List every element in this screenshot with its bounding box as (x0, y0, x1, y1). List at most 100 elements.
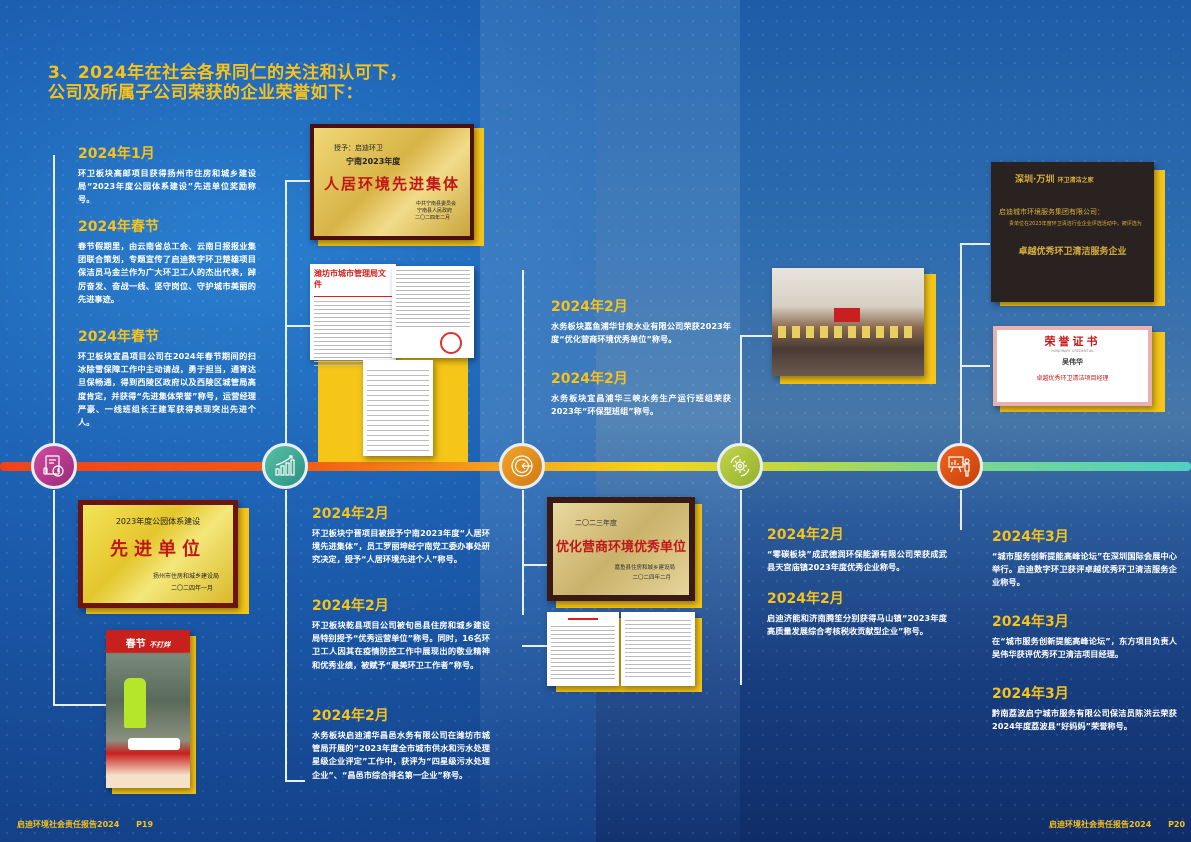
connector-line (53, 155, 55, 445)
timeline-node-3 (499, 443, 545, 489)
honor-entry: 2024年1月 环卫板块高邮项目获得扬州市住房和城乡建设局“2023年度公园体系… (78, 145, 256, 207)
honor-entry: 2024年春节 春节假期里，由云南省总工会、云南日报报业集团联合策划，专题宣传了… (78, 218, 256, 306)
entry-text: 春节假期里，由云南省总工会、云南日报报业集团联合策划，专题宣传了启迪数字环卫楚雄… (78, 241, 256, 304)
connector-line (285, 490, 287, 780)
connector-line (522, 564, 550, 566)
entry-date: 2024年3月 (992, 686, 1069, 702)
center-background-glow (480, 0, 740, 842)
plaque-title: 先进单位 (110, 539, 206, 560)
plaque-subtitle: 2023年度公园体系建设 (115, 517, 201, 526)
entry-text: 水务板块启迪浦华昌邑水务有限公司在潍坊市城管局开展的“2023年度全市城市供水和… (312, 730, 490, 780)
connector-line (960, 365, 990, 367)
plaque-issuer: 嘉鱼县住房和城乡建设局 (614, 564, 675, 571)
connector-line (522, 490, 524, 615)
business-environment-plaque: 二〇二三年度 优化营商环境优秀单位 嘉鱼县住房和城乡建设局 二〇二四年二月 (547, 497, 695, 601)
entry-text: “零碳板块”成武德润环保能源有限公司荣获成武县天宫庙镇2023年度优秀企业称号。 (767, 549, 947, 573)
entry-text: 黔南荔波启宁城市服务有限公司保洁员陈洪云荣获2024年度荔波县“好妈妈”荣誉称号… (992, 708, 1177, 732)
timeline-node-5 (937, 443, 983, 489)
timeline-node-2 (262, 443, 308, 489)
presentation-icon (948, 456, 970, 477)
connector-line (53, 704, 108, 706)
entry-text: “城市服务创新提能高峰论坛”在深圳国际会展中心举行。启迪数字环卫获评卓越优秀环卫… (992, 551, 1177, 588)
plaque-date: 二〇二四年二月 (632, 574, 671, 581)
honor-entry: 2024年2月 水务板块嘉鱼浦华甘泉水业有限公司荣获2023年度“优化营商环境优… (551, 298, 731, 346)
notice-document-page-3 (363, 360, 433, 456)
honor-entry: 2024年2月 水务板块启迪浦华昌邑水务有限公司在潍坊市城管局开展的“2023年… (312, 707, 490, 782)
notice-document-page-2 (392, 266, 474, 358)
page-number: P19 (136, 820, 154, 829)
entry-text: 水务板块嘉鱼浦华甘泉水业有限公司荣获2023年度“优化营商环境优秀单位”称号。 (551, 321, 731, 345)
entry-text: 在“城市服务创新提能高峰论坛”，东方项目负责人吴伟华获评优秀环卫清洁项目经理。 (992, 636, 1177, 660)
entry-date: 2024年2月 (312, 708, 389, 724)
award-notice-page-1 (547, 612, 619, 686)
footer-report-title: 启迪环境社会责任报告2024 (1049, 820, 1152, 829)
connector-line (960, 490, 962, 530)
award-ceremony-photo (772, 268, 924, 376)
worker-figure (124, 678, 146, 728)
certificate-title: 荣誉证书 (1044, 335, 1101, 348)
flag (834, 308, 860, 322)
entry-text: 环卫板块宁晋项目被授予宁南2023年度“人居环境先进集体”，员工罗丽坤经宁南党工… (312, 528, 490, 565)
connector-line (285, 325, 310, 327)
timeline-node-4 (717, 443, 763, 489)
connector-line (960, 243, 962, 445)
footer-right: 启迪环境社会责任报告2024 P20 (1049, 819, 1185, 830)
document-header: 潍坊市城市管理局文件 (314, 269, 386, 289)
entry-date: 2024年2月 (767, 591, 844, 607)
connector-line (285, 780, 305, 782)
entry-date: 2024年3月 (992, 529, 1069, 545)
entry-date: 2024年2月 (767, 527, 844, 543)
entry-text: 水务板块宜昌浦华三峡水务生产运行班组荣获2023年“环保型班组”称号。 (551, 393, 731, 417)
entry-date: 2024年春节 (78, 329, 159, 345)
living-environment-plaque: 授予：启迪环卫 宁南2023年度 人居环境先进集体 中共宁南县委员会 宁南县人民… (310, 124, 474, 240)
entry-text: 环卫板块高邮项目获得扬州市住房和城乡建设局“2023年度公园体系建设”先进单位奖… (78, 168, 256, 205)
plaque-year: 宁南2023年度 (346, 157, 401, 166)
footer-left: 启迪环境社会责任报告2024 P19 (17, 819, 153, 830)
section-heading: 3、2024年在社会各界同仁的关注和认可下， 公司及所属子公司荣获的企业荣誉如下… (48, 63, 407, 103)
plaque-issuer: 中共宁南县委员会 (415, 201, 456, 207)
connector-line (960, 243, 990, 245)
growth-chart-icon (275, 455, 295, 476)
document-clock-icon (43, 455, 64, 477)
plaque-year: 二〇二三年度 (575, 518, 617, 527)
connector-line (740, 490, 742, 685)
page-number: P20 (1168, 820, 1186, 829)
poster-caption (128, 738, 180, 750)
plaque-title: 优化营商环境优秀单位 (555, 539, 686, 555)
gear-cycle-icon (730, 455, 750, 477)
plaque-brand: 深圳·万圳 环卫清洁之家 (1015, 175, 1094, 185)
honor-entry: 2024年春节 环卫板块宜昌项目公司在2024年春节期间的扫冰除雪保障工作中主动… (78, 328, 256, 429)
honor-entry: 2024年3月 在“城市服务创新提能高峰论坛”，东方项目负责人吴伟华获评优秀环卫… (992, 613, 1177, 661)
connector-line (740, 335, 772, 337)
advanced-unit-plaque: 2023年度公园体系建设 先进单位 扬州市住房和城乡建设局 二〇二四年一月 (78, 500, 238, 608)
timeline-node-1 (31, 443, 77, 489)
plaque-grant: 授予：启迪环卫 (334, 144, 383, 152)
honor-entry: 2024年3月 黔南荔波启宁城市服务有限公司保洁员陈洪云荣获2024年度荔波县“… (992, 685, 1177, 733)
honor-entry: 2024年2月 环卫板块宁晋项目被授予宁南2023年度“人居环境先进集体”，员工… (312, 505, 490, 567)
entry-date: 2024年2月 (551, 371, 628, 387)
certificates-row (778, 326, 918, 338)
plaque-company: 启迪城市环境服务集团有限公司： (999, 208, 1104, 216)
notice-document-page-1: 潍坊市城市管理局文件 (310, 264, 396, 369)
plaque-date: 二〇二四年二月 (414, 215, 450, 221)
right-page-background (596, 0, 1191, 842)
connector-line (285, 180, 287, 445)
connector-line (53, 490, 55, 705)
entry-date: 2024年春节 (78, 219, 159, 235)
honor-entry: 2024年3月 “城市服务创新提能高峰论坛”在深圳国际会展中心举行。启迪数字环卫… (992, 528, 1177, 590)
certificate-award: 卓越优秀环卫清洁项目经理 (1036, 375, 1109, 382)
entry-text: 环卫板块宜昌项目公司在2024年春节期间的扫冰除雪保障工作中主动请战，勇于担当，… (78, 351, 256, 428)
plaque-title: 人居环境先进集体 (323, 175, 460, 193)
entry-text: 启迪济能和济南腾笙分别获得马山镇“2023年度高质量发展综合考核税收贡献型企业”… (767, 613, 947, 637)
poster-title: 春节 不打烊 (125, 639, 171, 650)
excellent-service-plaque: 深圳·万圳 环卫清洁之家 启迪城市环境服务集团有限公司： 贵单位在2023年度环… (991, 162, 1154, 302)
entry-date: 2024年2月 (312, 506, 389, 522)
entry-date: 2024年1月 (78, 146, 155, 162)
entry-date: 2024年2月 (312, 598, 389, 614)
heading-line-1: 3、2024年在社会各界同仁的关注和认可下， (48, 63, 408, 83)
plaque-body: 贵单位在2023年度环卫清洁行业企业评选活动中，被评选为 (1009, 221, 1142, 227)
honor-entry: 2024年2月 “零碳板块”成武德润环保能源有限公司荣获成武县天宫庙镇2023年… (767, 526, 947, 574)
connector-line (522, 645, 550, 647)
timeline-bar (0, 462, 1191, 471)
honor-certificate: 荣誉证书 HONORARY CREDENTIAL 吴伟华 卓越优秀环卫清洁项目经… (993, 326, 1152, 406)
